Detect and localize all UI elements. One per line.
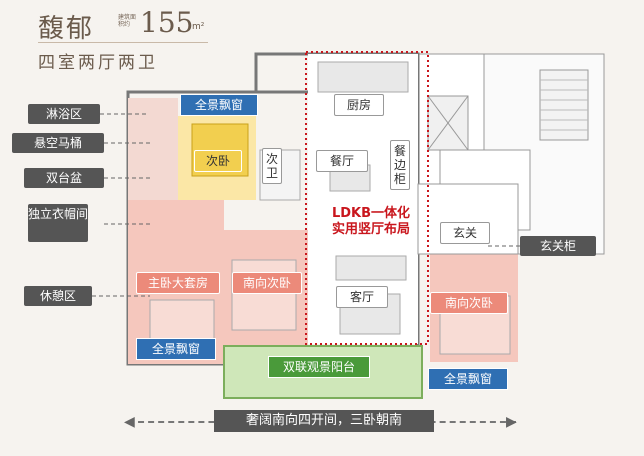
room-master-suite: 主卧大套房: [136, 272, 220, 294]
layout-title: 四室两厅两卫: [38, 53, 158, 73]
room-south-bedroom-2: 南向次卧: [430, 292, 508, 314]
callout-toilet: 悬空马桶: [12, 133, 104, 153]
callout-foyer-cabinet: 玄关柜: [520, 236, 596, 256]
footer-caption: 奢阔南向四开间，三卧朝南: [214, 410, 434, 432]
area-note: 建筑面积约: [118, 14, 137, 28]
room-second-bath: 次卫: [262, 148, 282, 184]
room-sideboard: 餐边柜: [390, 140, 410, 190]
area-unit: m²: [192, 22, 205, 32]
room-second-bedroom: 次卧: [194, 150, 242, 172]
callout-double-basin: 双台盆: [24, 168, 104, 188]
room-living: 客厅: [336, 286, 388, 308]
balcony-label: 双联观景阳台: [268, 356, 370, 378]
left-arrow-icon: ◀: [124, 414, 135, 430]
master-bath-area: [128, 98, 178, 200]
area-value: 155: [140, 6, 194, 39]
room-foyer: 玄关: [440, 222, 490, 244]
callout-walk-in-closet: 独立衣帽间: [28, 204, 88, 242]
room-dining: 餐厅: [316, 150, 368, 172]
window-top-label: 全景飘窗: [180, 94, 258, 116]
window-left-bottom-label: 全景飘窗: [136, 338, 216, 360]
ldkb-line-1: LDKB一体化: [331, 206, 411, 221]
ldkb-outline: [305, 51, 429, 345]
window-right-bottom-label: 全景飘窗: [428, 368, 508, 390]
ldkb-line-2: 实用竖厅布局: [331, 222, 410, 237]
callout-lounge: 休憩区: [24, 286, 92, 306]
header-divider: [38, 42, 208, 43]
right-arrow-icon: ▶: [506, 414, 517, 430]
leader-lines: [92, 113, 520, 297]
room-south-bedroom: 南向次卧: [232, 272, 302, 294]
room-kitchen: 厨房: [334, 94, 384, 116]
callout-shower: 淋浴区: [28, 104, 100, 124]
ldkb-annotation: LDKB一体化 实用竖厅布局: [315, 206, 427, 238]
brand-name: 馥郁: [38, 14, 95, 44]
